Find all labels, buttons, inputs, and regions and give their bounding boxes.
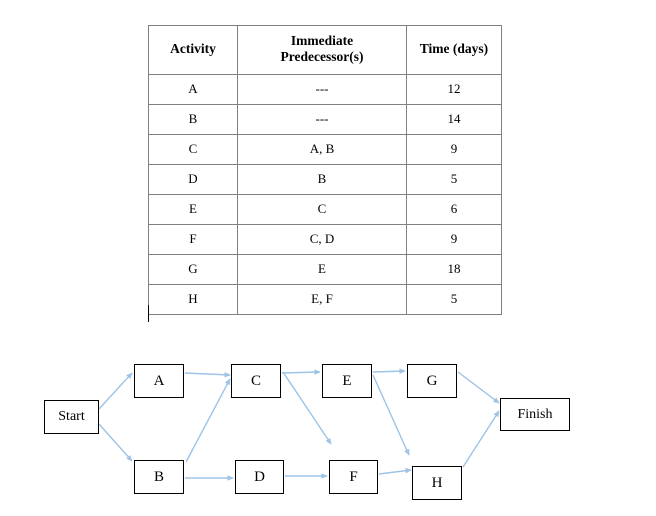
- node-start[interactable]: Start: [44, 400, 99, 434]
- node-label: Start: [58, 409, 85, 424]
- time-cell: 9: [406, 223, 502, 255]
- edge-g-finish: [457, 371, 500, 404]
- predecessors-cell: C, D: [237, 223, 407, 255]
- time-cell: 5: [406, 283, 502, 315]
- edge-h-finish: [462, 410, 500, 468]
- edge-e-h: [372, 374, 410, 456]
- edge-start-b: [98, 423, 133, 462]
- node-finish[interactable]: Finish: [500, 398, 570, 431]
- activity-table-container: Activity Immediate Predecessor(s) Time (…: [148, 25, 502, 315]
- node-label: Finish: [517, 406, 553, 422]
- time-cell: 5: [406, 163, 502, 195]
- predecessors-cell: A, B: [237, 133, 407, 165]
- activity-cell: H: [148, 283, 238, 315]
- node-c[interactable]: C: [231, 364, 281, 398]
- node-label: B: [153, 468, 164, 485]
- predecessors-cell: E, F: [237, 283, 407, 315]
- column-header-activity: Activity: [148, 25, 238, 75]
- column-header-time: Time (days): [406, 25, 502, 75]
- column-header-predecessors-line1: Immediate: [290, 33, 354, 48]
- node-b[interactable]: B: [134, 460, 184, 494]
- node-e[interactable]: E: [322, 364, 372, 398]
- activity-cell: B: [148, 103, 238, 135]
- node-label: G: [426, 372, 438, 389]
- edge-a-c: [184, 371, 231, 378]
- table-header: Activity Immediate Predecessor(s) Time (…: [148, 25, 502, 75]
- column-header-predecessors-line2: Predecessor(s): [280, 49, 364, 65]
- time-cell: 9: [406, 133, 502, 165]
- activity-precedence-table: Activity Immediate Predecessor(s) Time (…: [148, 25, 502, 315]
- predecessors-cell: ---: [237, 73, 407, 105]
- column-header-predecessors: Immediate Predecessor(s): [237, 25, 407, 75]
- node-label: F: [349, 468, 358, 485]
- node-h[interactable]: H: [412, 466, 462, 500]
- table-row: A---12: [148, 73, 502, 105]
- table-header-row: Activity Immediate Predecessor(s) Time (…: [148, 25, 502, 75]
- predecessors-cell: B: [237, 163, 407, 195]
- edge-start-a: [98, 372, 133, 410]
- activity-cell: F: [148, 223, 238, 255]
- node-label: E: [342, 372, 352, 389]
- node-label: A: [153, 372, 165, 389]
- edge-f-h: [378, 467, 412, 475]
- table-row: B---14: [148, 103, 502, 135]
- node-label: C: [250, 372, 261, 389]
- node-label: H: [431, 474, 443, 491]
- time-cell: 6: [406, 193, 502, 225]
- edge-c-e: [281, 369, 321, 375]
- node-label: D: [254, 468, 265, 485]
- time-cell: 18: [406, 253, 502, 285]
- node-a[interactable]: A: [134, 364, 184, 398]
- predecessors-cell: ---: [237, 103, 407, 135]
- edge-b-c: [185, 378, 231, 463]
- edge-c-f: [282, 371, 332, 445]
- node-f[interactable]: F: [329, 460, 378, 494]
- node-g[interactable]: G: [407, 364, 457, 398]
- table-left-edge-stub: [148, 305, 149, 322]
- node-d[interactable]: D: [235, 460, 284, 494]
- edge-e-g: [372, 368, 406, 374]
- activity-cell: D: [148, 163, 238, 195]
